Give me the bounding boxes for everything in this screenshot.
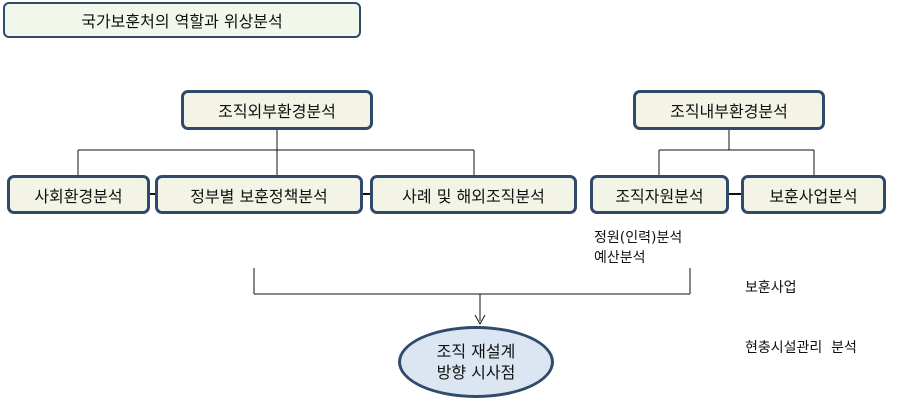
box-cases-analysis: 사례 및 해외조직분석	[370, 175, 577, 214]
box-social-analysis: 사회환경분석	[7, 175, 150, 214]
arrow-head	[474, 314, 486, 326]
result-ellipse: 조직 재설계 방향 시사점	[398, 326, 554, 398]
diagram-title: 국가보훈처의 역할과 위상분석	[3, 2, 361, 38]
note-projects: 보훈사업 현충시설관리 분석	[745, 238, 857, 378]
note-projects-line-1: 보훈사업	[745, 280, 797, 296]
box-resources-analysis: 조직자원분석	[590, 175, 729, 214]
note-resources-line-1: 정원(인력)분석	[594, 230, 683, 246]
box-internal-analysis: 조직내부환경분석	[633, 90, 825, 130]
note-resources-line-2: 예산분석	[594, 250, 646, 266]
box-external-analysis: 조직외부환경분석	[181, 90, 373, 130]
note-projects-line-2: 현충시설관리 분석	[745, 340, 857, 356]
note-resources: 정원(인력)분석 예산분석	[594, 228, 682, 268]
box-projects-analysis: 보훈사업분석	[741, 175, 886, 214]
box-policy-analysis: 정부별 보훈정책분석	[155, 175, 363, 214]
result-line-2: 방향 시사점	[436, 363, 516, 382]
result-line-1: 조직 재설계	[436, 342, 516, 361]
